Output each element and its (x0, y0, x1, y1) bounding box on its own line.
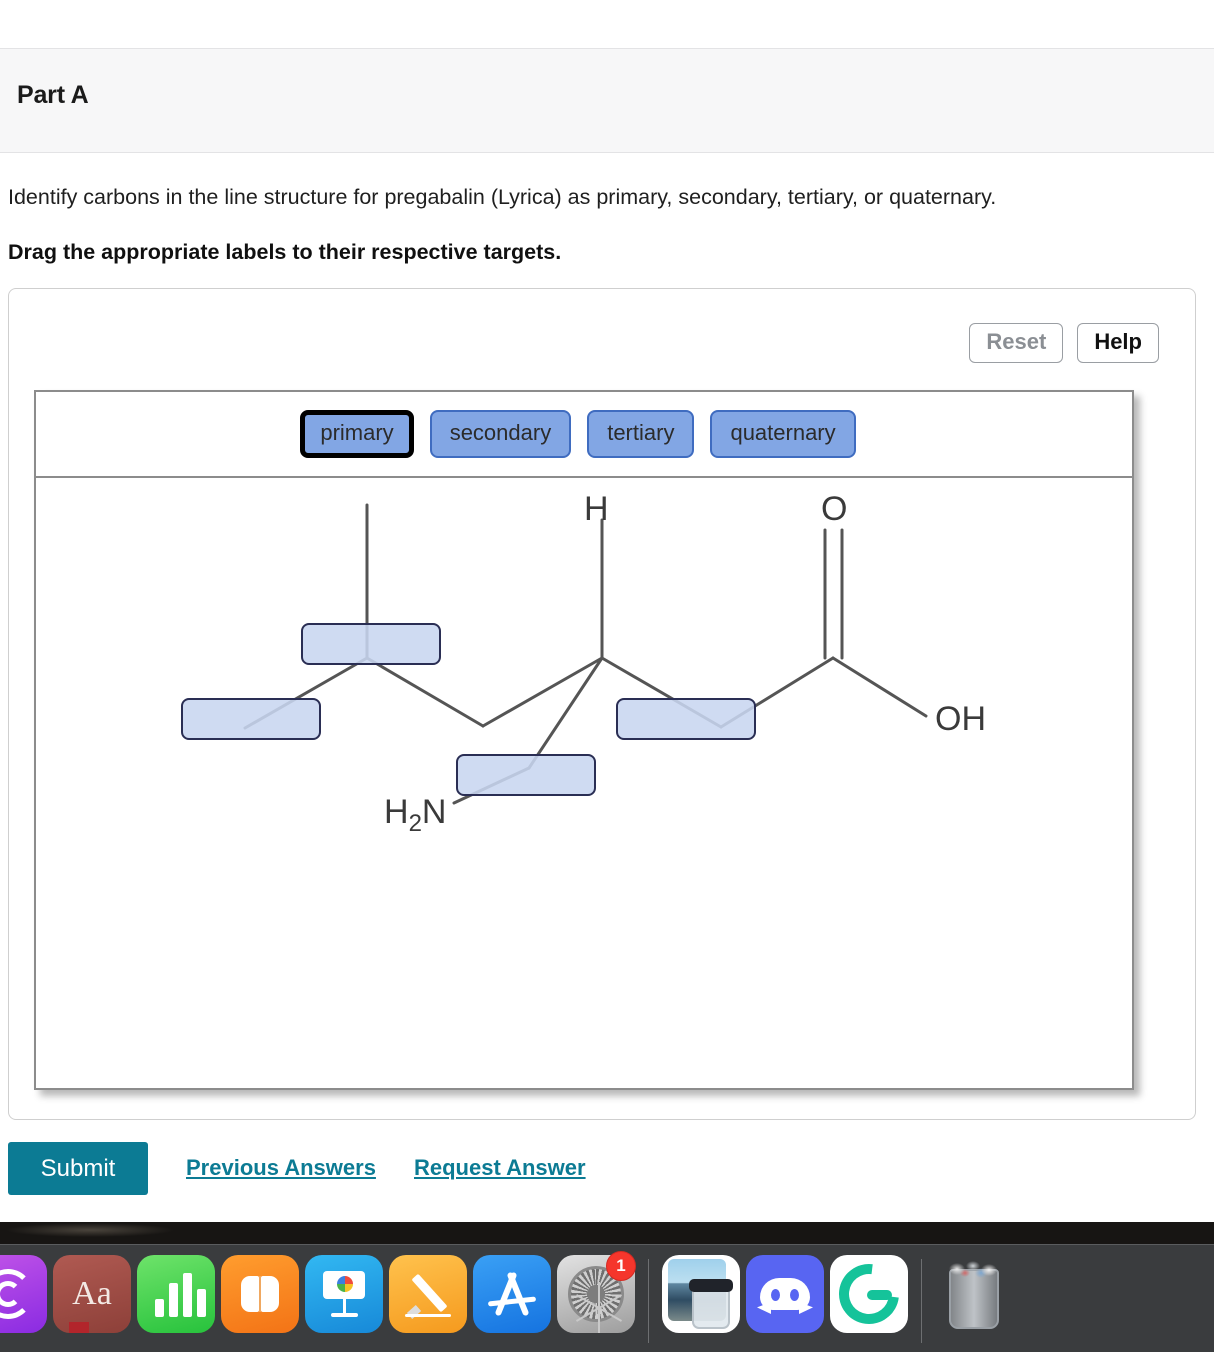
trash-icon (935, 1255, 1013, 1333)
preview-icon (662, 1255, 740, 1333)
books-icon (221, 1255, 299, 1333)
dock-item-grammarly[interactable] (827, 1255, 911, 1347)
answer-actions: Submit Previous Answers Request Answer (0, 1140, 1214, 1222)
atom-label-h: H (584, 490, 609, 528)
activity-toolbar: Reset Help (969, 323, 1159, 363)
molecule-canvas: H O OH H2N (36, 478, 1136, 1088)
part-header: Part A (0, 48, 1214, 153)
notification-badge: 1 (606, 1251, 636, 1281)
grammarly-icon (830, 1255, 908, 1333)
label-bank: primary secondary tertiary quaternary (36, 392, 1132, 478)
drop-target-methyl-left[interactable] (181, 698, 321, 740)
molecule-structure: H O OH H2N (243, 490, 986, 837)
dock-item-preview[interactable] (659, 1255, 743, 1347)
discord-icon (746, 1255, 824, 1333)
dock-item-keynote[interactable] (302, 1255, 386, 1347)
drag-label-quaternary[interactable]: quaternary (710, 410, 856, 458)
atom-label-oh: OH (935, 700, 986, 738)
dock-separator-1 (648, 1259, 649, 1343)
numbers-icon (137, 1255, 215, 1333)
drag-label-secondary[interactable]: secondary (429, 410, 572, 458)
dock-separator-2 (921, 1259, 922, 1343)
dock-item-discord[interactable] (743, 1255, 827, 1347)
dock-item-trash[interactable] (932, 1255, 1016, 1347)
podcasts-icon (0, 1255, 47, 1333)
dock-item-app-store[interactable] (470, 1255, 554, 1347)
dock-item-notes[interactable] (386, 1255, 470, 1347)
question-prompt: Identify carbons in the line structure f… (8, 185, 997, 209)
question-instruction: Drag the appropriate labels to their res… (8, 240, 562, 264)
top-white-strip (0, 0, 1214, 48)
app-store-icon (473, 1255, 551, 1333)
request-answer-link[interactable]: Request Answer (414, 1155, 586, 1180)
drag-drop-work-panel: primary secondary tertiary quaternary (34, 390, 1134, 1090)
dictionary-icon: Aa (53, 1255, 131, 1333)
desktop-wallpaper (0, 1222, 1214, 1244)
notes-icon (389, 1255, 467, 1333)
page-title: Part A (17, 81, 89, 109)
keynote-icon (305, 1255, 383, 1333)
drop-target-amino-ch2[interactable] (456, 754, 596, 796)
dock-item-books[interactable] (218, 1255, 302, 1347)
submit-button[interactable]: Submit (8, 1142, 148, 1195)
macos-dock: Aa (0, 1244, 1214, 1352)
dock-item-podcasts[interactable] (0, 1255, 50, 1347)
drag-label-primary[interactable]: primary (300, 410, 414, 458)
drag-label-tertiary[interactable]: tertiary (587, 410, 695, 458)
atom-label-o: O (821, 490, 847, 528)
atom-label-h2n: H2N (384, 793, 446, 837)
drop-target-isobutyl-ch[interactable] (301, 623, 441, 665)
activity-card: Reset Help primary secondary tertiary qu… (8, 288, 1196, 1120)
previous-answers-link[interactable]: Previous Answers (186, 1155, 376, 1180)
reset-button[interactable]: Reset (969, 323, 1064, 363)
dock-item-dictionary[interactable]: Aa (50, 1255, 134, 1347)
help-button[interactable]: Help (1077, 323, 1159, 363)
dock-item-numbers[interactable] (134, 1255, 218, 1347)
drop-target-alpha-ch2[interactable] (616, 698, 756, 740)
dock-item-system-preferences[interactable]: 1 (554, 1251, 638, 1347)
